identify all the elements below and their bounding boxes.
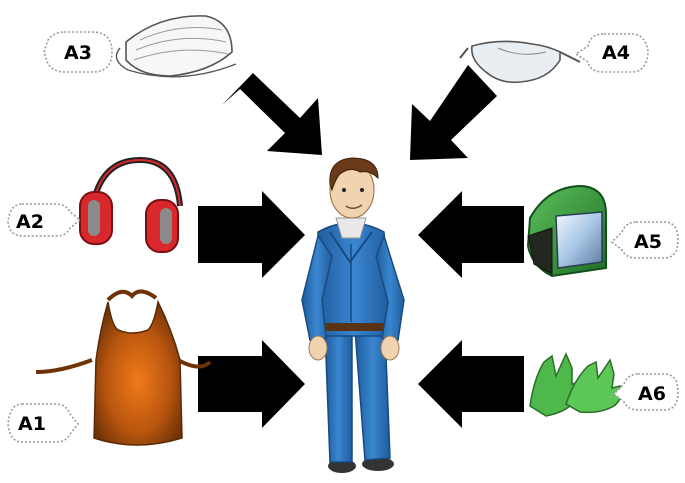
- arrow-bottom-left: [198, 340, 305, 428]
- dust-mask-icon: [116, 16, 236, 77]
- label-a1-text: A1: [18, 413, 46, 435]
- worker-figure: [302, 158, 404, 473]
- label-a2: A2: [8, 204, 80, 236]
- label-a3-text: A3: [64, 42, 92, 64]
- gloves-icon: [530, 354, 621, 416]
- label-a3: A3: [44, 32, 112, 72]
- arrow-mid-right: [418, 191, 524, 278]
- label-a4-text: A4: [602, 42, 630, 64]
- arrow-top-left: [222, 73, 322, 155]
- arrow-bottom-right: [418, 340, 524, 428]
- label-a5: A5: [612, 222, 678, 258]
- label-a5-text: A5: [634, 231, 662, 253]
- label-a6: A6: [614, 374, 678, 410]
- face-shield-icon: [528, 186, 606, 276]
- label-a4: A4: [576, 34, 648, 72]
- label-a1: A1: [8, 404, 78, 442]
- arrow-mid-left: [198, 191, 305, 278]
- ear-muffs-icon: [80, 160, 180, 252]
- label-a2-text: A2: [16, 211, 44, 233]
- label-a6-text: A6: [638, 383, 666, 405]
- arrow-top-right: [410, 65, 497, 160]
